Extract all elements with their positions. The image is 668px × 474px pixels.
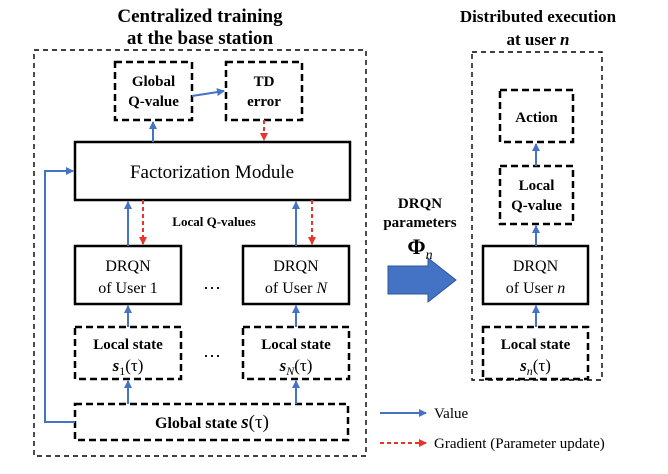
drqn-params-line2: parameters (383, 215, 456, 231)
global-state-box (73, 402, 350, 442)
local-stateN-box (241, 325, 351, 381)
local-q-values-label: Local Q-values (172, 214, 255, 229)
ellipsis-local-state: ⋯ (203, 346, 221, 366)
local-q-line1: Local (519, 178, 555, 194)
global-q-line2: Q-value (128, 94, 179, 110)
drqn-user1-line2: of User 1 (98, 280, 158, 297)
td-error-line2: error (247, 94, 281, 110)
factorization-module-label: Factorization Module (130, 162, 294, 183)
td-error-box (224, 60, 304, 122)
drqn-userN-line2: of User N (265, 280, 329, 297)
local-state1-label: Local state (93, 337, 163, 353)
global-state-label: Global state s(τ) (155, 412, 269, 433)
drqn-userN-box (241, 244, 351, 306)
big-transfer-arrow (387, 256, 457, 304)
legend-value-label: Value (434, 406, 468, 422)
drqn-user-n-line1: DRQN (513, 258, 559, 275)
local-q-box (498, 164, 575, 226)
action-label: Action (515, 110, 558, 126)
drqn-params-line1: DRQN (398, 196, 442, 212)
factorization-module-box (73, 140, 352, 202)
arrow-globalq-to-td (191, 88, 225, 97)
left-title-line2: at the base station (127, 28, 274, 49)
local-q-line2: Q-value (511, 198, 562, 214)
ellipsis-drqn: ⋯ (203, 278, 221, 298)
drqn-params-phi: Φn (407, 234, 432, 263)
legend-gradient-label: Gradient (Parameter update) (434, 436, 605, 452)
left-title-line1: Centralized training (117, 6, 283, 27)
global-q-line1: Global (132, 74, 175, 90)
drqn-user1-line1: DRQN (105, 258, 151, 275)
drqn-userN-line1: DRQN (273, 258, 319, 275)
arrow-globalstate-to-factor (44, 167, 75, 423)
local-state-n-label: Local state (501, 337, 571, 353)
right-title-line1: Distributed execution (460, 7, 617, 26)
local-state1-box (73, 325, 183, 381)
local-state-n-box (481, 325, 590, 381)
left-panel (33, 49, 367, 457)
local-state-n-symbol: sn(τ) (519, 356, 551, 378)
action-box (498, 88, 575, 144)
global-q-box (113, 60, 194, 122)
local-state1-symbol: s1(τ) (112, 356, 144, 378)
local-stateN-label: Local state (261, 337, 331, 353)
drqn-user-n-box (481, 244, 590, 306)
drqn-user-n-line2: of User n (506, 280, 566, 297)
td-error-line1: TD (254, 74, 275, 90)
local-stateN-symbol: sN(τ) (279, 356, 313, 378)
right-title-line2: at user n (507, 30, 570, 49)
right-panel (471, 51, 603, 381)
